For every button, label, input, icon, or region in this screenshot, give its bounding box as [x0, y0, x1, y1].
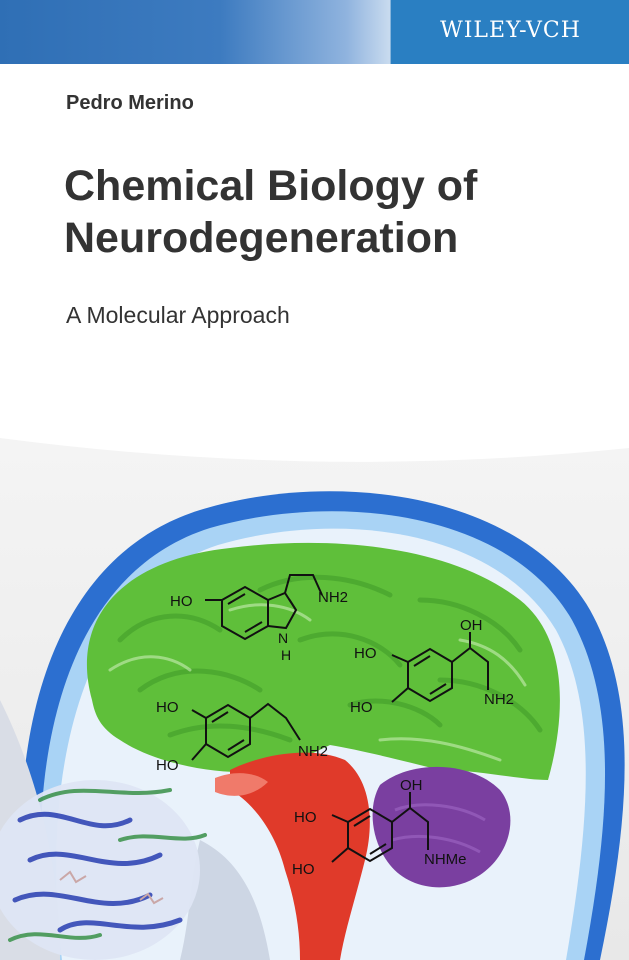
- dopamine-ho1-label: HO: [156, 699, 179, 716]
- norepinephrine-nh2-label: NH2: [484, 691, 514, 708]
- book-title-line-1: Chemical Biology of: [64, 162, 478, 210]
- brainstem: [230, 752, 370, 960]
- protein-structure-image: [0, 780, 207, 960]
- epinephrine-ho2-label: HO: [292, 861, 315, 878]
- norepinephrine-ho1-label: HO: [354, 645, 377, 662]
- dopamine-ho2-label: HO: [156, 757, 179, 774]
- author-name: Pedro Merino: [66, 92, 194, 114]
- book-title: Chemical Biology of Neurodegeneration: [64, 160, 604, 265]
- serotonin-ho-label: HO: [170, 593, 193, 610]
- norepinephrine-oh-label: OH: [460, 617, 483, 634]
- serotonin-structure: [205, 574, 323, 641]
- norepinephrine-structure: [391, 632, 489, 703]
- epinephrine-ho1-label: HO: [294, 809, 317, 826]
- epinephrine-structure: [331, 792, 429, 863]
- publisher-logo-box: [392, 0, 629, 64]
- dopamine-nh2-label: NH2: [298, 743, 328, 760]
- book-subtitle: A Molecular Approach: [66, 302, 290, 328]
- serotonin-h-label: H: [281, 647, 291, 663]
- book-title-line-2: Neurodegeneration: [64, 214, 459, 263]
- publisher-logo: WILEY-VCH: [440, 18, 581, 43]
- epinephrine-nhme-label: NHMe: [424, 851, 467, 868]
- serotonin-nh2-label: NH2: [318, 589, 348, 606]
- norepinephrine-ho2-label: HO: [350, 699, 373, 716]
- epinephrine-oh-label: OH: [400, 777, 423, 794]
- cerebellum: [372, 766, 511, 888]
- serotonin-n-label: N: [278, 630, 288, 646]
- dopamine-structure: [191, 702, 301, 761]
